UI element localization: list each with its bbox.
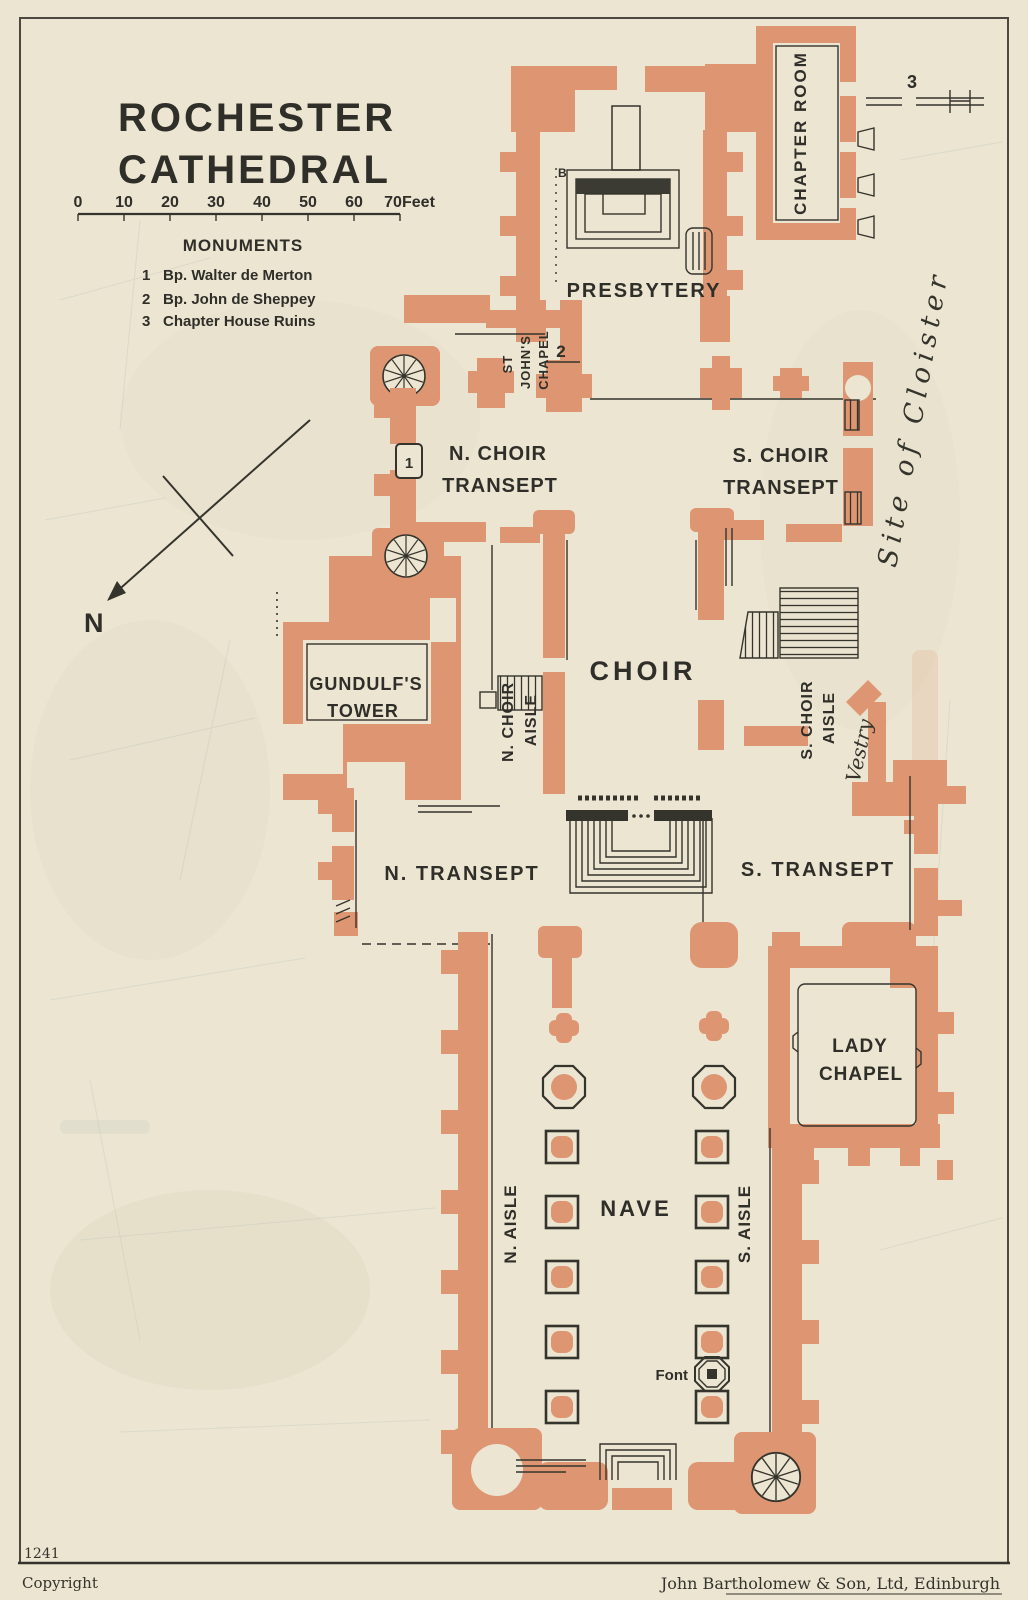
north-arrow-icon: N: [84, 419, 311, 638]
scale-tick-30: 30: [207, 194, 225, 211]
n-transept-walls: [318, 788, 358, 936]
west-door-steps-symbol: [516, 1443, 677, 1480]
label-presbytery: PRESBYTERY: [567, 280, 722, 302]
label-font: Font: [656, 1367, 688, 1384]
choir-walls: [533, 508, 734, 794]
west-front-walls: [452, 1428, 816, 1514]
scale-tick-40: 40: [253, 194, 271, 211]
st-johns-chapel-lines: [455, 333, 876, 400]
label-st-johns-2: JOHN'S: [518, 335, 533, 389]
s-transept-lines: [702, 776, 911, 934]
nave-north-aisle-wall: [441, 932, 493, 1507]
label-s-choir-transept-1: S. CHOIR: [733, 445, 830, 467]
scale-tick-70: 70: [384, 194, 402, 211]
n-choir-aisle: [479, 545, 543, 711]
crossing-steps-symbol: [566, 810, 713, 894]
chapter-room-walls: [756, 26, 875, 240]
label-gundulfs-tower-1: GUNDULF'S: [309, 674, 422, 694]
label-n-aisle: N. AISLE: [501, 1184, 520, 1263]
monument-1-num: 1: [142, 267, 150, 284]
label-chapter-room: CHAPTER ROOM: [791, 51, 810, 215]
font-symbol: [694, 1356, 730, 1392]
s-choir-aisle: [725, 528, 859, 746]
label-s-choir-aisle-1: S. CHOIR: [799, 680, 816, 759]
label-n-choir-transept-1: N. CHOIR: [449, 443, 547, 465]
spiral-stair-icon: [750, 1451, 802, 1503]
label-n-choir-transept-2: TRANSEPT: [442, 475, 558, 497]
chapter-house-ruins-symbol: [866, 90, 984, 113]
scale-tick-50: 50: [299, 194, 317, 211]
plate-number: 1241: [24, 1546, 60, 1562]
label-st-johns-1: ST: [500, 355, 515, 374]
title-block: ROCHESTER CATHEDRAL: [118, 96, 396, 192]
label-lady-chapel-2: CHAPEL: [819, 1064, 903, 1085]
sedilia-symbol: [685, 227, 713, 275]
show-through-blobs: [60, 650, 938, 1134]
scale-bar: 0 10 20 30 40 50 60 70 Feet: [74, 194, 436, 221]
label-lady-chapel-1: LADY: [832, 1036, 888, 1057]
monument-1-label: Bp. Walter de Merton: [163, 267, 312, 284]
label-n-choir-aisle-1: N. CHOIR: [500, 682, 517, 762]
publisher-imprint: John Bartholomew & Son, Ltd, Edinburgh: [659, 1574, 1000, 1593]
scale-tick-20: 20: [161, 194, 179, 211]
scale-tick-10: 10: [115, 194, 133, 211]
label-nave: NAVE: [600, 1196, 672, 1221]
marker-3: 3: [907, 72, 917, 92]
monument-3-num: 3: [142, 313, 150, 330]
scale-tick-0: 0: [74, 194, 83, 211]
high-altar-symbol: [566, 105, 680, 249]
marker-2: 2: [556, 342, 565, 361]
monuments-legend: MONUMENTS 1 Bp. Walter de Merton 2 Bp. J…: [142, 236, 316, 330]
label-choir: CHOIR: [590, 656, 697, 686]
s-choir-transept-stairs: [844, 399, 862, 525]
marker-b: B: [558, 166, 567, 180]
monument-3-label: Chapter House Ruins: [163, 313, 316, 330]
map-title-line2: CATHEDRAL: [118, 148, 391, 192]
monument-1-box: [395, 443, 423, 479]
label-gundulfs-tower-2: TOWER: [327, 701, 399, 721]
compass-north-label: N: [84, 608, 104, 638]
copyright-note: Copyright: [22, 1574, 98, 1592]
monuments-heading: MONUMENTS: [183, 236, 303, 255]
spiral-stair-icon: [384, 534, 428, 578]
monument-2-num: 2: [142, 291, 150, 308]
scale-unit: Feet: [402, 194, 436, 211]
map-title-line1: ROCHESTER: [118, 96, 396, 140]
label-s-choir-aisle-2: AISLE: [821, 692, 838, 744]
nave-piers: [538, 922, 738, 1425]
label-n-choir-aisle-2: AISLE: [523, 694, 540, 746]
label-s-transept: S. TRANSEPT: [741, 859, 895, 881]
gundulfs-tower-walls: [276, 528, 461, 800]
choir-inner-lines: [566, 540, 697, 660]
label-s-aisle: S. AISLE: [735, 1185, 754, 1263]
n-choir-transept-walls: [374, 388, 540, 543]
marker-1: 1: [405, 455, 413, 472]
monument-2-label: Bp. John de Sheppey: [163, 291, 316, 308]
label-s-choir-transept-2: TRANSEPT: [723, 477, 839, 499]
label-st-johns-3: CHAPEL: [536, 330, 551, 389]
vestry-walls: [846, 680, 947, 816]
label-n-transept: N. TRANSEPT: [384, 863, 539, 885]
st-johns-chapel-walls: [370, 295, 592, 412]
show-through-texture: [44, 141, 1003, 1433]
scale-tick-60: 60: [345, 194, 363, 211]
